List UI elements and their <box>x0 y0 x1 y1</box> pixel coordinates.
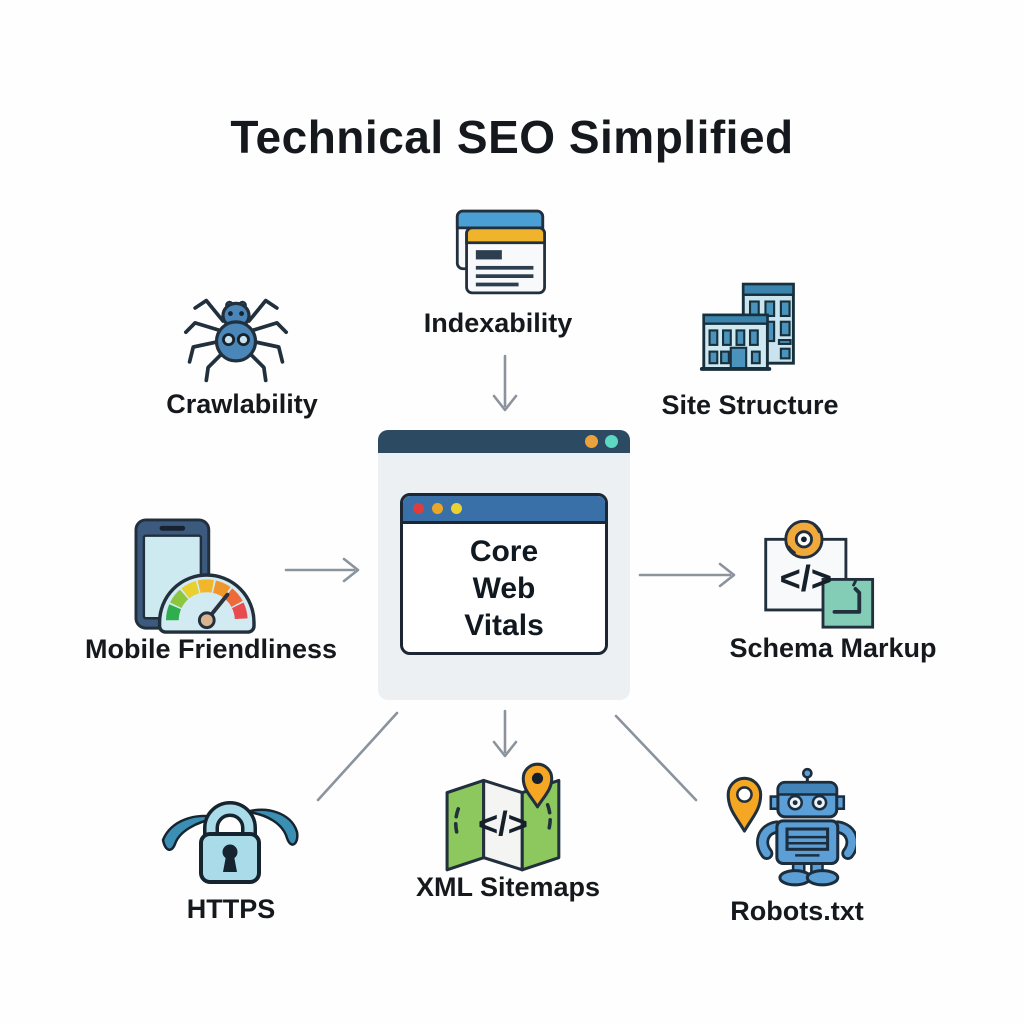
padlock-icon <box>161 801 299 884</box>
window-control-dot-orange <box>585 435 598 448</box>
inner-browser-window: Core Web Vitals <box>400 493 608 655</box>
code-card-icon: </> <box>764 520 875 629</box>
node-label-https: HTTPS <box>186 894 276 924</box>
node-label-site-structure: Site Structure <box>661 390 839 420</box>
node-label-schema-markup: Schema Markup <box>729 633 937 663</box>
robot-pin-icon <box>726 767 856 887</box>
page-title: Technical SEO Simplified <box>230 111 794 163</box>
browser-window-titlebar <box>378 430 630 453</box>
core-web-vitals-line-2: Web <box>472 572 536 605</box>
window-control-dot-yellow <box>451 503 462 514</box>
core-web-vitals-text: Core Web Vitals <box>403 524 605 644</box>
node-label-robots-txt: Robots.txt <box>730 896 864 926</box>
spider-icon <box>184 298 288 383</box>
node-label-indexability: Indexability <box>423 308 573 338</box>
phone-speedometer-icon <box>134 518 256 634</box>
node-label-mobile-friendliness: Mobile Friendliness <box>84 634 338 664</box>
buildings-icon <box>699 282 795 371</box>
node-label-xml-sitemaps: XML Sitemaps <box>415 872 601 902</box>
code-map-icon: </> <box>445 762 561 872</box>
window-control-dot-amber <box>432 503 443 514</box>
sitemap-code-text: </> <box>478 805 528 843</box>
stacked-webpages-icon <box>455 209 546 295</box>
arrow-mobile-to-center <box>284 557 360 583</box>
line-center-to-https <box>316 711 399 802</box>
window-control-dot-teal <box>605 435 618 448</box>
line-center-to-robots <box>614 714 698 802</box>
window-control-dot-red <box>413 503 424 514</box>
arrow-center-to-sitemaps <box>492 709 518 758</box>
schema-code-text: </> <box>780 558 832 599</box>
core-web-vitals-line-3: Vitals <box>464 609 544 642</box>
arrow-indexability-to-center <box>492 354 518 412</box>
arrow-center-to-schema <box>638 562 736 588</box>
core-web-vitals-line-1: Core <box>469 535 539 568</box>
browser-window: Core Web Vitals <box>378 430 630 700</box>
inner-window-titlebar <box>403 496 605 524</box>
node-label-crawlability: Crawlability <box>166 389 318 419</box>
